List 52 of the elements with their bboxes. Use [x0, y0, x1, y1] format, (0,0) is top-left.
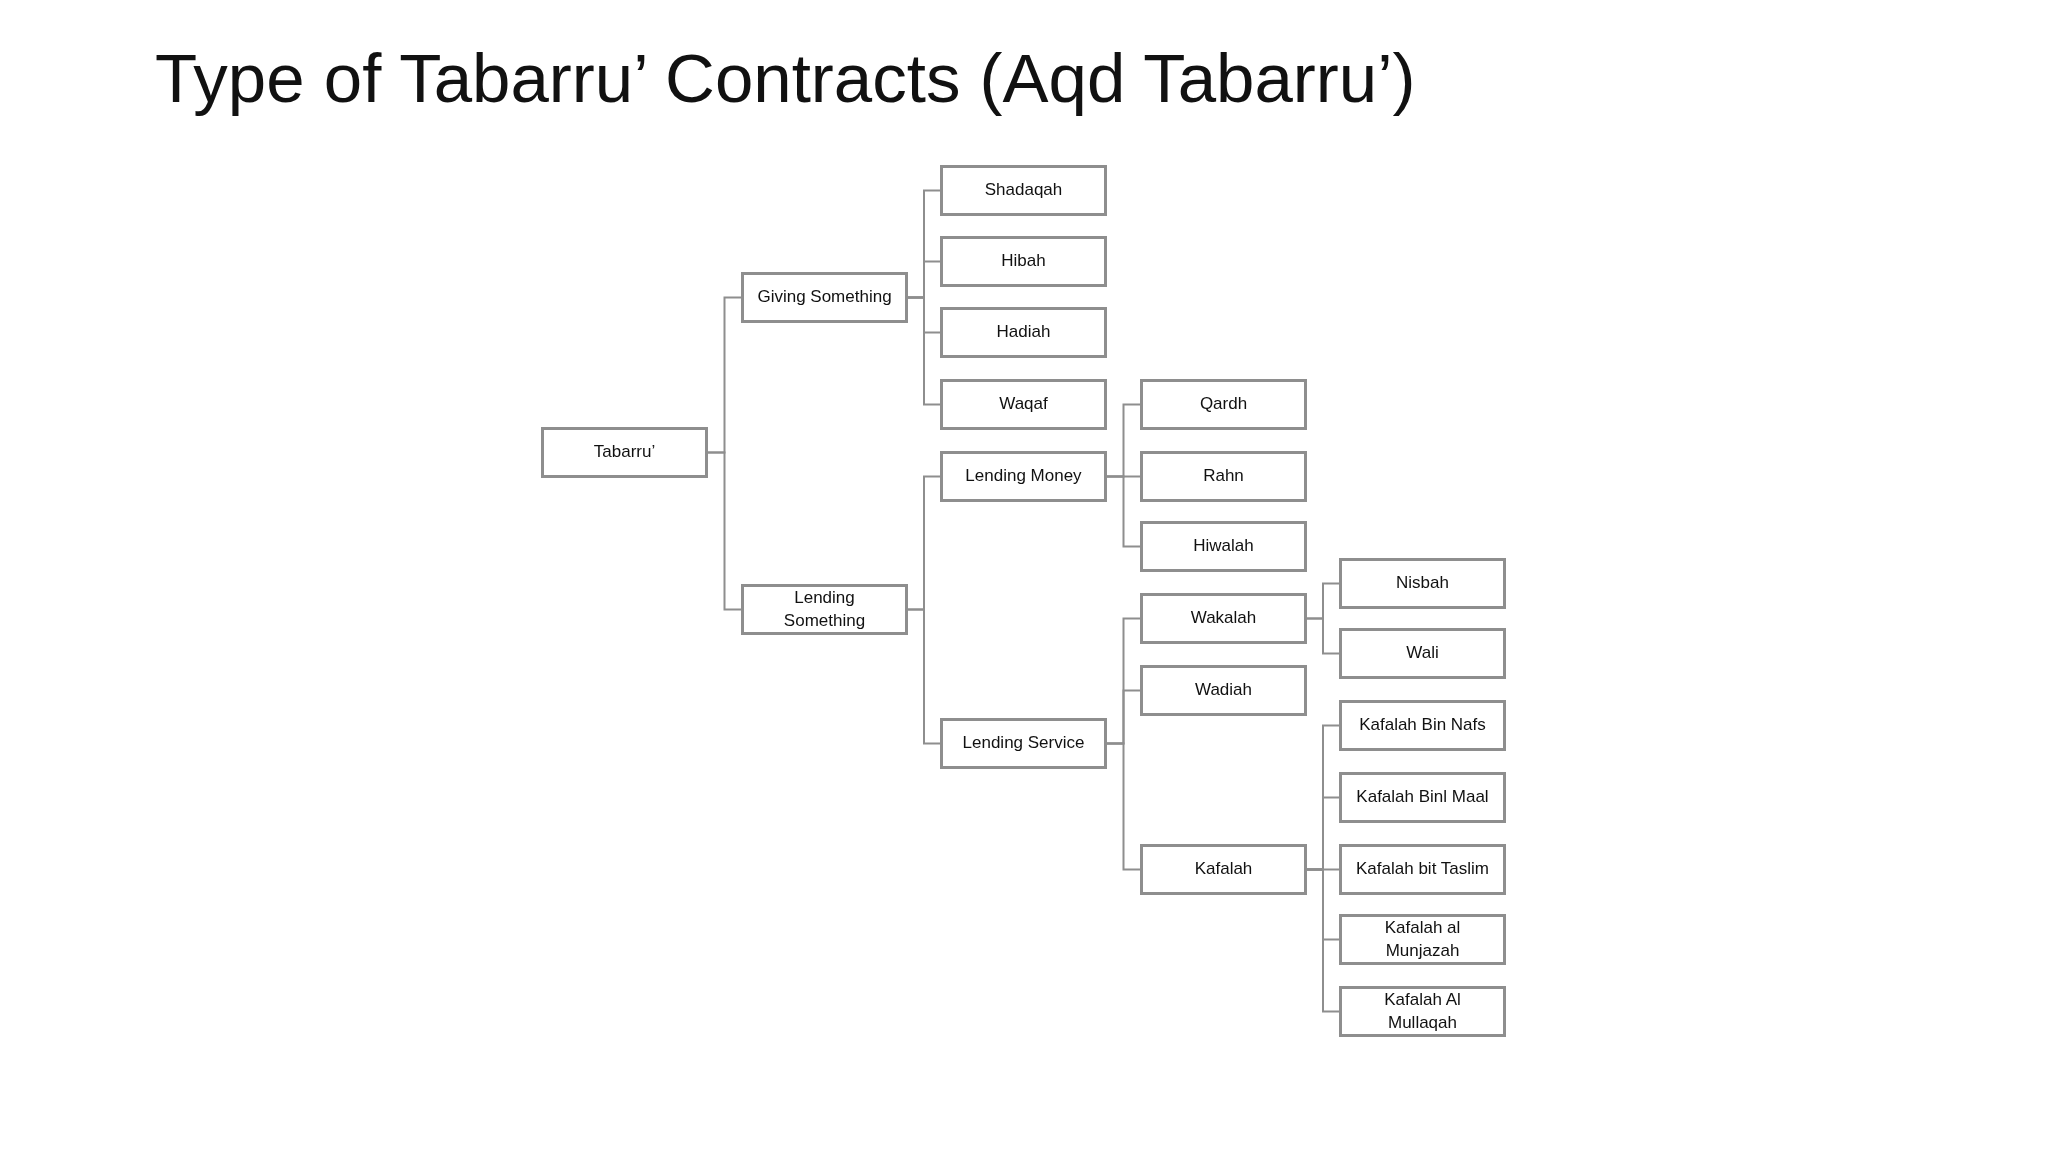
category-label: Lending Something	[782, 586, 867, 632]
connector-line	[1106, 475, 1141, 548]
category-box	[1339, 700, 1506, 751]
category-box	[1140, 379, 1307, 430]
category-label: Lending Service	[962, 732, 1085, 755]
category-label: Hiwalah	[1193, 535, 1254, 558]
category-label: Wadiah	[1195, 679, 1252, 702]
category-box	[940, 718, 1107, 769]
category-label: Nisbah	[1396, 572, 1449, 595]
connector-line	[1306, 868, 1340, 1013]
connector-line	[707, 451, 742, 611]
category-box	[1339, 986, 1506, 1037]
category-label: Tabarru’	[593, 441, 656, 464]
category-label: Hadiah	[996, 321, 1051, 344]
category-label: Rahn	[1203, 465, 1244, 488]
category-box	[1140, 593, 1307, 644]
category-label: Giving Something	[757, 286, 892, 309]
category-label: Wali	[1406, 642, 1439, 665]
category-label: Shadaqah	[984, 179, 1063, 202]
category-box	[1140, 521, 1307, 572]
category-label: Wakalah	[1190, 607, 1257, 630]
category-box	[940, 236, 1107, 287]
category-label: Qardh	[1199, 393, 1248, 416]
category-label: Kafalah al Munjazah	[1383, 916, 1462, 962]
slide-title: Type of Tabarru’ Contracts (Aqd Tabarru’)	[155, 39, 1416, 119]
category-box	[1140, 844, 1307, 895]
category-box	[1339, 772, 1506, 823]
category-label: Waqaf	[999, 393, 1048, 416]
connector-line	[907, 296, 941, 406]
category-label: Kafalah Al Mullaqah	[1383, 988, 1462, 1034]
category-box	[1339, 558, 1506, 609]
category-label: Lending Money	[965, 465, 1082, 488]
category-box	[1140, 451, 1307, 502]
category-box	[1339, 914, 1506, 965]
category-box	[1339, 628, 1506, 679]
connector-line	[1106, 742, 1141, 871]
connector-line	[907, 608, 941, 745]
category-box	[741, 584, 908, 635]
category-label: Hibah	[1001, 250, 1046, 273]
category-label: Kafalah	[1194, 858, 1253, 881]
category-box	[940, 165, 1107, 216]
category-box	[741, 272, 908, 323]
category-label: Kafalah Bin Nafs	[1359, 714, 1486, 737]
category-label: Kafalah Binl Maal	[1356, 786, 1489, 809]
category-box	[1339, 844, 1506, 895]
category-box	[940, 451, 1107, 502]
category-box	[940, 379, 1107, 430]
connector-line	[1306, 617, 1340, 655]
category-label: Kafalah bit Taslim	[1356, 858, 1489, 881]
category-box	[1140, 665, 1307, 716]
category-box	[541, 427, 708, 478]
category-box	[940, 307, 1107, 358]
